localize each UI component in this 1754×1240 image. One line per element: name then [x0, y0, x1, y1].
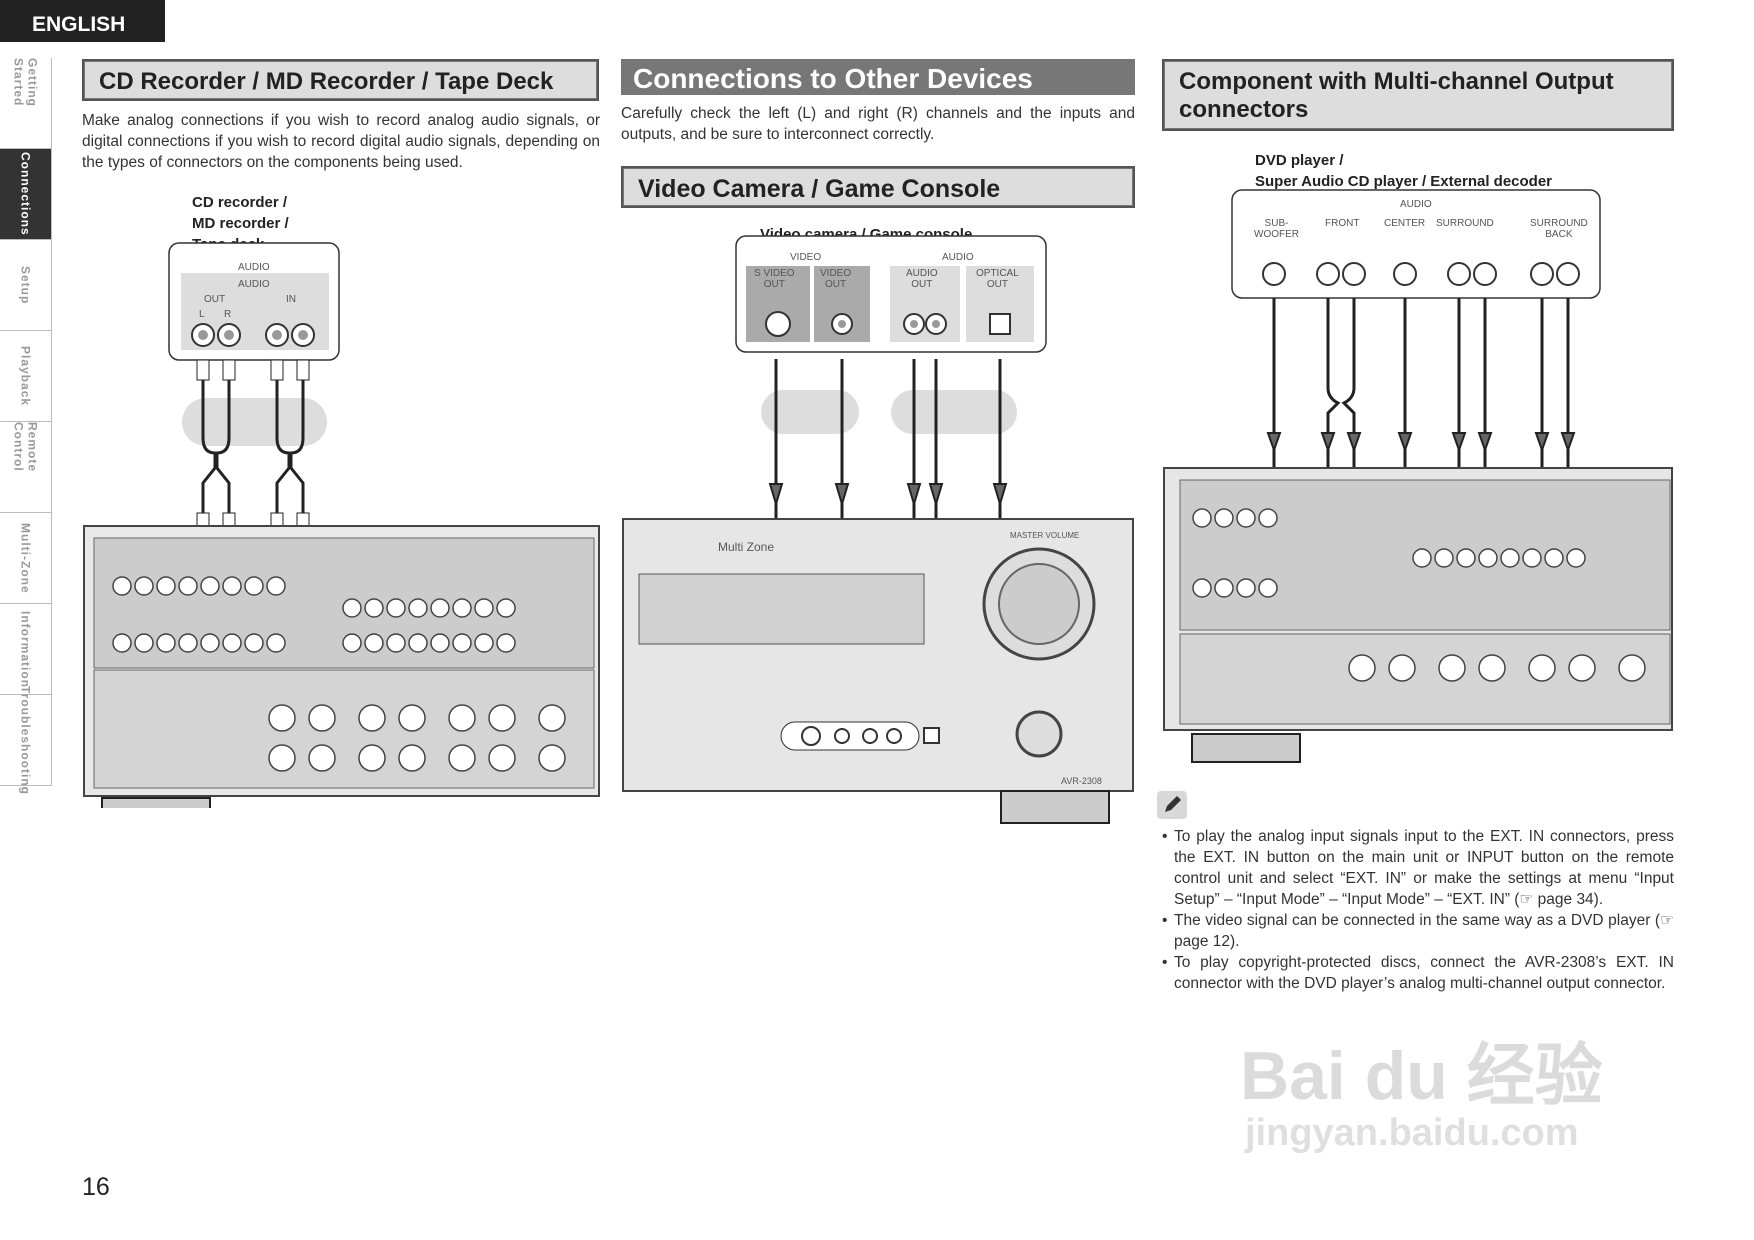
cd-recorder-out-label: OUT [204, 294, 226, 305]
note-item: To play the analog input signals input t… [1162, 826, 1674, 910]
video-camera-diagram [622, 235, 1134, 824]
connections-description: Carefully check the left (L) and right (… [621, 105, 1135, 143]
side-tab-troubleshooting[interactable]: Troubleshooting [0, 686, 52, 795]
video-header: VIDEO [790, 252, 822, 263]
front-brand-label: Multi Zone [718, 540, 775, 554]
side-tab-playback[interactable]: Playback [0, 331, 52, 422]
side-tab-label: Remote Control [11, 422, 40, 473]
cd-recorder-in-label: IN [286, 294, 296, 305]
section-title-text: Video Camera / Game Console [623, 168, 1133, 206]
front-model-label: AVR-2308 [1061, 776, 1102, 786]
note-item: To play copyright-protected discs, conne… [1162, 952, 1674, 994]
front-volume-label: MASTER VOLUME [1010, 531, 1080, 540]
cd-recorder-rca-jacks [191, 323, 315, 347]
side-tab-nav: Getting Started Connections Setup Playba… [0, 58, 52, 795]
channel-surround-back: SURROUND BACK [1530, 218, 1588, 240]
section-title-multichannel: Component with Multi-channel Output conn… [1162, 59, 1674, 131]
language-tab: ENGLISH [0, 0, 165, 42]
watermark-url: jingyan.baidu.com [1245, 1112, 1579, 1154]
audio-header: AUDIO [942, 252, 974, 263]
channel-surround: SURROUND [1436, 218, 1494, 229]
side-tab-setup[interactable]: Setup [0, 240, 52, 331]
side-tab-getting-started[interactable]: Getting Started [0, 58, 52, 149]
side-tab-label: Getting Started [11, 58, 40, 107]
channel-front: FRONT [1325, 218, 1360, 229]
multichannel-device-label: DVD player / Super Audio CD player / Ext… [1255, 152, 1553, 190]
cd-recorder-audio-header: AUDIO [238, 262, 270, 273]
s-video-out-label: S VIDEO OUT [754, 268, 795, 290]
side-tab-label: Playback [18, 345, 33, 407]
cd-recorder-description: Make analog connections if you wish to r… [82, 112, 600, 171]
section-title-cd-recorder: CD Recorder / MD Recorder / Tape Deck [82, 59, 599, 101]
section-title-connections: Connections to Other Devices [621, 59, 1135, 95]
section-title-text: Component with Multi-channel Output conn… [1164, 61, 1672, 129]
side-tab-label: Setup [18, 265, 33, 305]
watermark-logo: Bai du 经验 [1240, 1038, 1603, 1114]
multichannel-diagram [1163, 189, 1673, 763]
side-tab-information[interactable]: Information [0, 604, 52, 695]
audio-out-label: AUDIO OUT [906, 268, 938, 290]
side-tab-remote-control[interactable]: Remote Control [0, 422, 52, 513]
note-item: The video signal can be connected in the… [1162, 910, 1674, 952]
side-tab-label: Multi-Zone [18, 522, 33, 594]
multichannel-audio-header: AUDIO [1400, 199, 1432, 210]
side-tab-multi-zone[interactable]: Multi-Zone [0, 513, 52, 604]
channel-subwoofer: SUB- WOOFER [1254, 218, 1299, 240]
side-tab-label: Connections [18, 152, 33, 236]
section-title-video-camera: Video Camera / Game Console [621, 166, 1135, 208]
pencil-icon [1157, 791, 1187, 819]
cd-recorder-r-label: R [224, 309, 232, 320]
side-tab-label: Information [18, 610, 33, 688]
cd-recorder-l-label: L [199, 309, 205, 320]
optical-out-label: OPTICAL OUT [976, 268, 1019, 290]
page-number: 16 [82, 1173, 110, 1201]
video-out-label: VIDEO OUT [820, 268, 852, 290]
section-title-text: CD Recorder / MD Recorder / Tape Deck [84, 61, 597, 99]
cd-recorder-audio-sublabel: AUDIO [238, 279, 270, 290]
notes-list: To play the analog input signals input t… [1162, 826, 1674, 994]
channel-center: CENTER [1384, 218, 1426, 229]
cd-recorder-diagram [83, 242, 600, 808]
side-tab-label: Troubleshooting [18, 685, 33, 795]
side-tab-connections[interactable]: Connections [0, 149, 52, 240]
